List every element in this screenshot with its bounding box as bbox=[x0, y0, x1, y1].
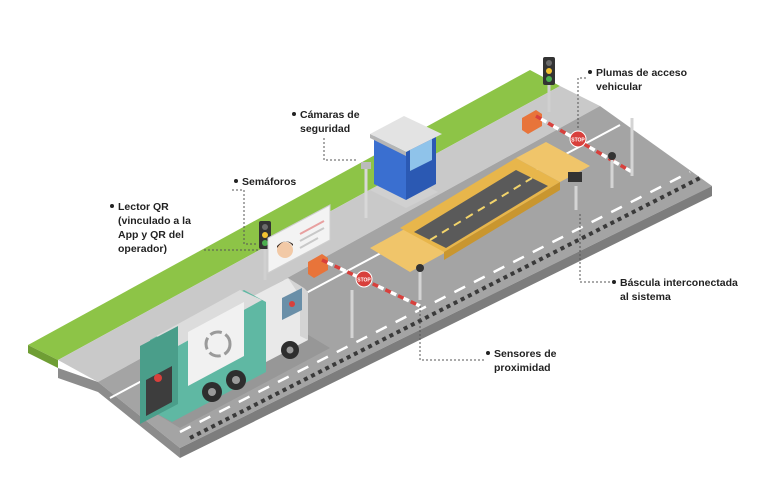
light-yellow bbox=[546, 68, 552, 74]
person-avatar-icon bbox=[277, 242, 293, 258]
truck-mirror bbox=[289, 301, 295, 307]
sensor-head bbox=[416, 264, 424, 272]
label-lector-line-2: (vinculado a la bbox=[118, 215, 191, 227]
label-bascula-line-2: al sistema bbox=[620, 291, 671, 303]
light-red bbox=[262, 224, 268, 230]
qr-reader-sign bbox=[267, 204, 331, 286]
callout-leaders bbox=[204, 77, 610, 361]
stop-sign-text: STOP bbox=[357, 278, 371, 284]
bullet bbox=[612, 280, 616, 285]
label-sensores-line-1: Sensores de bbox=[494, 348, 557, 360]
label-lector-line-4: operador) bbox=[118, 243, 168, 255]
label-bascula-line-1: Báscula interconectada bbox=[620, 277, 738, 289]
traffic-light-right bbox=[543, 57, 555, 112]
label-semaforos: Semáforos bbox=[234, 175, 296, 189]
scale-side bbox=[444, 182, 560, 260]
scale-center-line bbox=[429, 177, 533, 241]
label-sensores-line-2: proximidad bbox=[494, 362, 551, 374]
light-green bbox=[262, 240, 268, 246]
truck-hub bbox=[232, 376, 240, 384]
truck-hub bbox=[286, 346, 294, 354]
barrier-arm-white bbox=[535, 114, 633, 174]
label-lector-line-1: Lector QR bbox=[118, 201, 169, 213]
label-lector: Lector QR (vinculado a la App y QR del o… bbox=[110, 200, 191, 256]
stop-sign bbox=[355, 270, 373, 288]
barrier-arm-white bbox=[321, 258, 421, 308]
truck-rear-light bbox=[154, 374, 162, 382]
sign-text-line bbox=[299, 220, 325, 235]
bullet bbox=[110, 204, 114, 209]
booth-roof-rim bbox=[370, 134, 406, 156]
person-hair bbox=[277, 241, 293, 248]
weighing-scale bbox=[370, 142, 590, 272]
label-camaras: Cámaras de seguridad bbox=[292, 108, 360, 136]
recycle-icon bbox=[204, 330, 232, 358]
label-plumas: Plumas de acceso vehicular bbox=[588, 66, 687, 94]
sign-text-line bbox=[299, 237, 319, 249]
road-left-edge bbox=[58, 368, 180, 458]
sign-text-line bbox=[299, 227, 325, 242]
label-camaras-line-2: seguridad bbox=[300, 123, 351, 135]
lane-divider-dashed bbox=[179, 170, 691, 434]
label-plumas-line-2: vehicular bbox=[596, 81, 643, 93]
garbage-truck bbox=[140, 278, 330, 428]
camera-head bbox=[361, 162, 371, 169]
truck-body-top bbox=[156, 290, 262, 346]
truck-hub bbox=[208, 388, 216, 396]
label-camaras-line-1: Cámaras de bbox=[300, 109, 360, 121]
truck-cab-front bbox=[288, 278, 308, 340]
light-yellow bbox=[262, 232, 268, 238]
bullet bbox=[588, 70, 592, 75]
label-semaforos-line-1: Semáforos bbox=[242, 176, 297, 188]
booth-window bbox=[410, 139, 432, 171]
light-green bbox=[546, 76, 552, 82]
label-lector-line-3: App y QR del bbox=[118, 229, 184, 241]
leader-plumas bbox=[577, 77, 586, 128]
sensor-head bbox=[608, 152, 616, 160]
grass-edge bbox=[28, 345, 58, 368]
scale-display bbox=[568, 172, 582, 182]
leader-bascula bbox=[579, 212, 610, 283]
barrier-entrance: STOP bbox=[308, 254, 421, 308]
stop-sign-text: STOP bbox=[571, 138, 585, 144]
bullet bbox=[292, 112, 296, 117]
security-camera-pole bbox=[361, 162, 371, 218]
leader-sensores bbox=[419, 304, 484, 361]
label-plumas-line-1: Plumas de acceso bbox=[596, 67, 688, 79]
label-sensores: Sensores de proximidad bbox=[486, 347, 556, 375]
truck-body-panel bbox=[188, 302, 244, 386]
sensor-posts bbox=[350, 118, 634, 338]
leader-semaforos bbox=[232, 189, 258, 245]
leader-camaras bbox=[323, 138, 356, 161]
barrier-exit: STOP bbox=[522, 110, 633, 174]
truck-hopper bbox=[146, 366, 172, 416]
barrier-arm bbox=[535, 114, 633, 174]
stop-sign bbox=[569, 130, 587, 148]
label-bascula: Báscula interconectada al sistema bbox=[612, 276, 738, 304]
road-edge bbox=[180, 186, 712, 458]
bullet bbox=[234, 179, 238, 184]
ground bbox=[28, 70, 712, 458]
light-red bbox=[546, 60, 552, 66]
guard-booth bbox=[370, 116, 442, 208]
bullet bbox=[486, 351, 490, 356]
scale-ramp-left bbox=[370, 226, 450, 272]
